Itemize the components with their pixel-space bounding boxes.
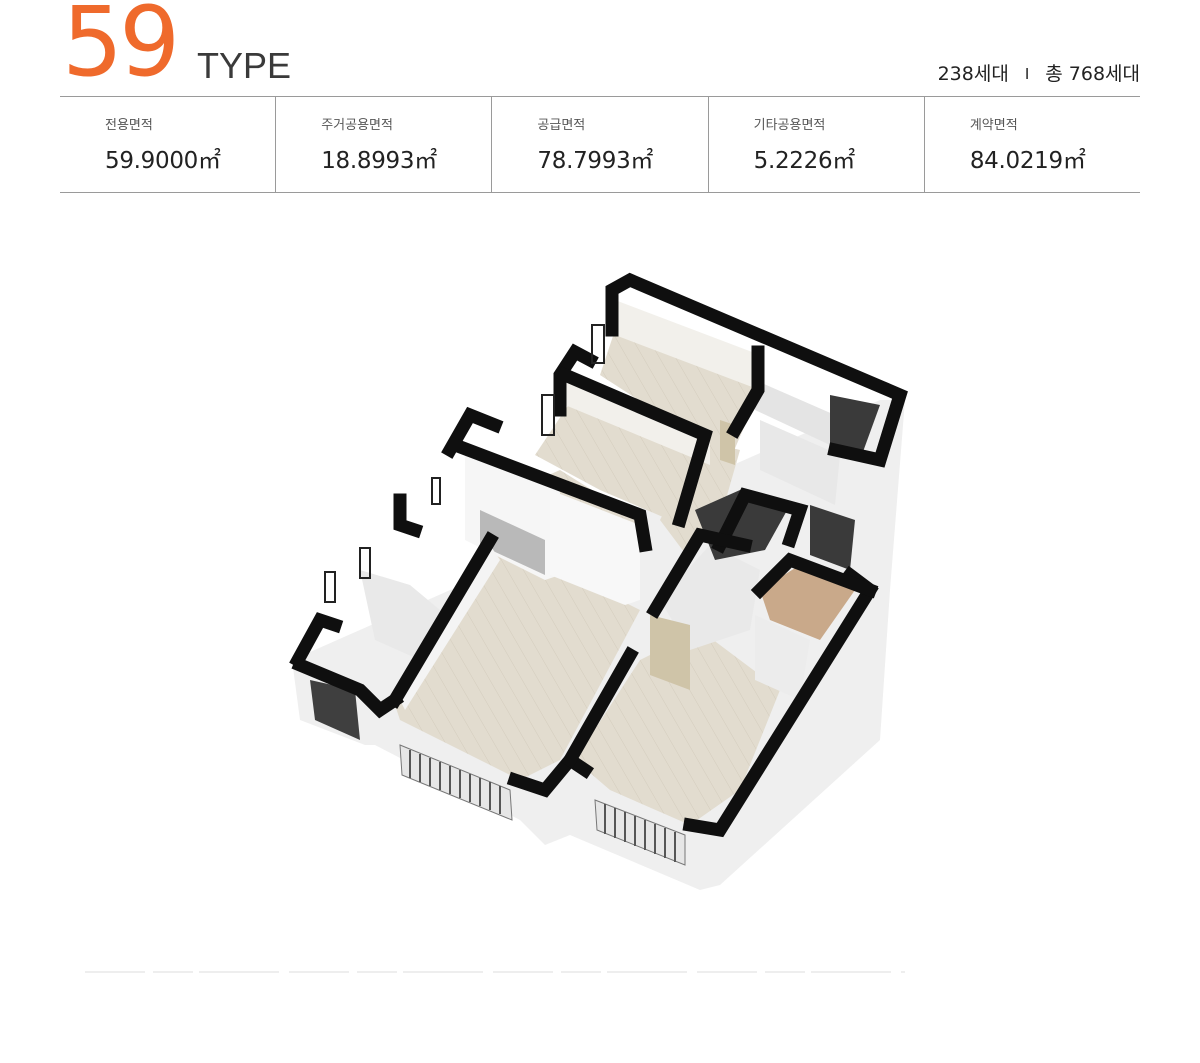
balcony-room-floor	[360, 570, 440, 660]
area-table: 전용면적 59.9000㎡ 주거공용면적 18.8993㎡ 공급면적 78.79…	[60, 96, 1140, 193]
area-value: 5.2226㎡	[753, 148, 856, 174]
living-room-floor	[395, 540, 640, 780]
area-label: 기타공용면적	[753, 118, 826, 133]
area-label: 계약면적	[969, 118, 1018, 133]
type-number: 59	[62, 0, 180, 98]
wall-tops	[289, 272, 908, 838]
type-word: TYPE	[197, 45, 292, 86]
door-panel-1	[650, 615, 690, 690]
area-label: 주거공용면적	[321, 118, 393, 133]
area-value: 84.0219㎡	[969, 148, 1086, 174]
window-frames	[324, 324, 605, 603]
separator: I	[1024, 65, 1030, 83]
area-value: 59.9000㎡	[105, 148, 221, 174]
master-bedroom-floor	[575, 630, 780, 825]
master-wardrobe	[755, 615, 810, 700]
storage-room-dark	[310, 680, 360, 740]
area-cell-other-common: 기타공용면적 5.2226㎡	[709, 97, 925, 192]
balcony-railing-left	[399, 744, 513, 821]
footnote-line	[85, 971, 905, 973]
area-cell-contract: 계약면적 84.0219㎡	[925, 97, 1140, 192]
floor-plan-illustration	[289, 272, 908, 890]
bedroom-3-back-wall	[615, 300, 760, 390]
type-households: 238세대	[937, 63, 1009, 85]
bathroom-2	[755, 380, 835, 445]
closet-doors	[760, 420, 840, 505]
balcony-railing-right	[594, 799, 686, 866]
household-count: 238세대 I 총 768세대	[938, 62, 1140, 87]
area-label: 전용면적	[105, 118, 153, 133]
area-value: 18.8993㎡	[321, 148, 437, 174]
fridge-column	[550, 490, 640, 605]
kitchen-counter	[480, 510, 545, 575]
dresser-room	[760, 565, 855, 640]
living-left-wall	[395, 545, 500, 710]
area-label: 공급면적	[537, 118, 586, 133]
area-cell-supply: 공급면적 78.7993㎡	[492, 97, 709, 192]
type-header: 59 TYPE 238세대 I 총 768세대	[60, 0, 1140, 96]
area-value: 78.7993㎡	[537, 148, 654, 174]
total-households: 총 768세대	[1045, 63, 1140, 85]
entry-door	[810, 505, 855, 570]
area-cell-exclusive: 전용면적 59.9000㎡	[60, 97, 277, 192]
pantry-dark	[830, 395, 880, 460]
area-cell-residential-common: 주거공용면적 18.8993㎡	[276, 97, 493, 192]
hallway-floor	[660, 440, 740, 560]
